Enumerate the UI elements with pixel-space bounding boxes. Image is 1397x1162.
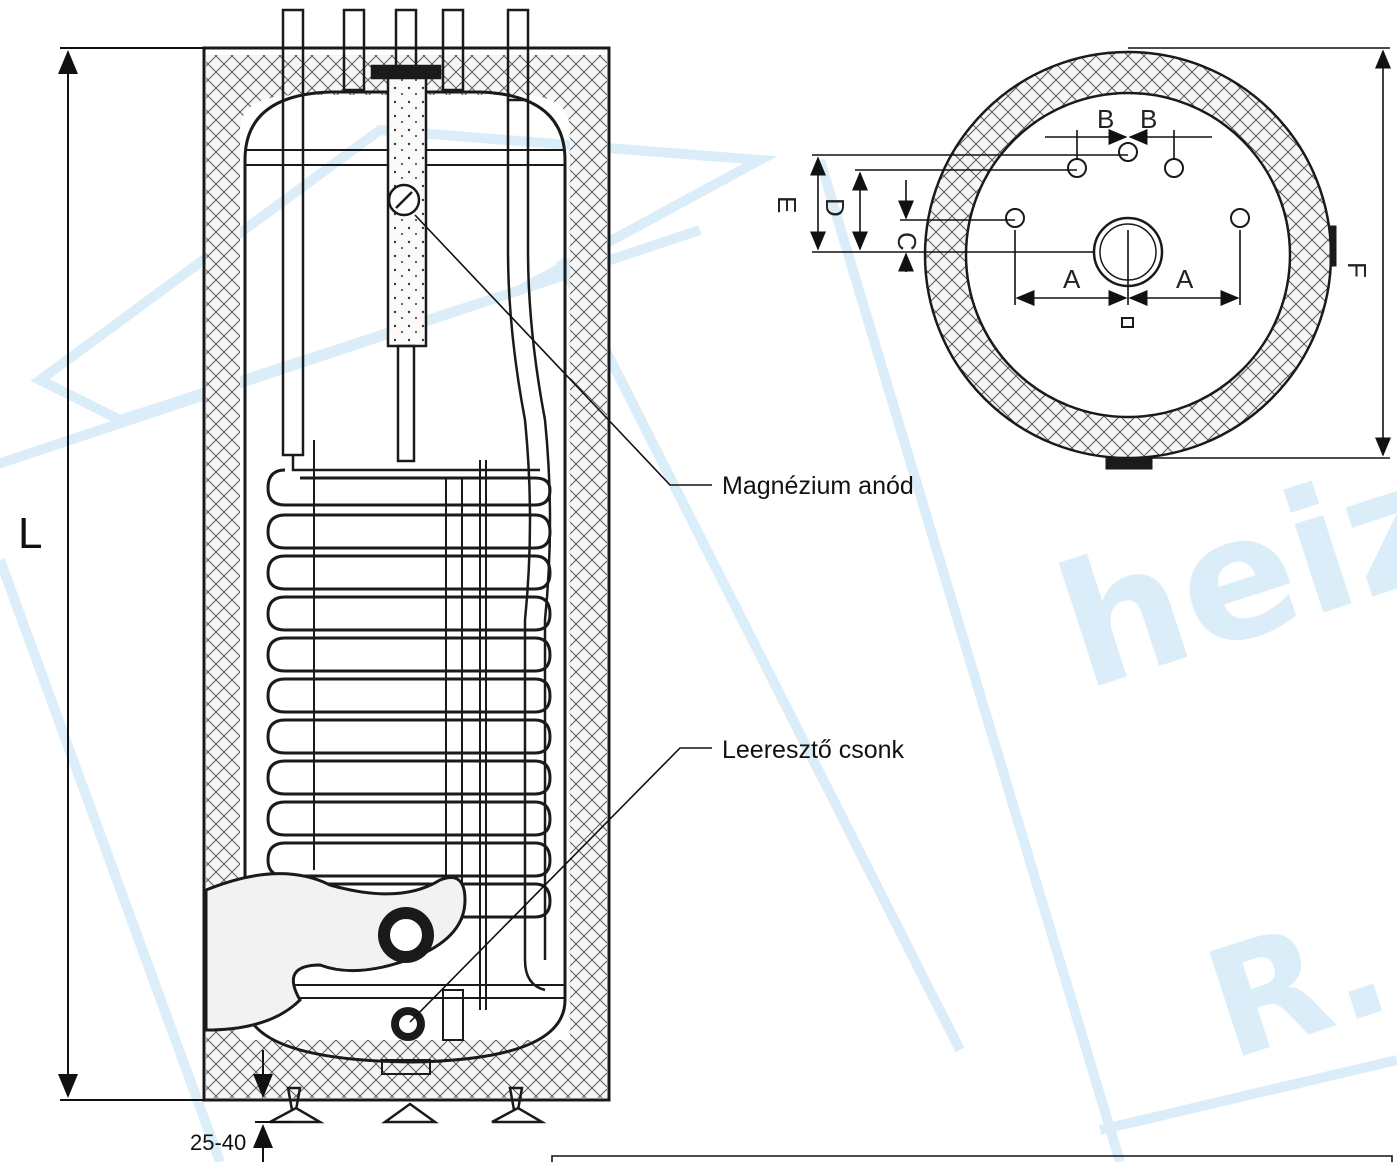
dim-f: F <box>1342 262 1372 278</box>
tank-feet <box>269 1086 547 1124</box>
top-view-foot <box>1105 457 1153 470</box>
dim-d: D <box>820 198 850 217</box>
drain-callout: Leeresztő csonk <box>722 736 905 764</box>
dim-a-right: A <box>1176 264 1194 294</box>
height-label: L <box>18 509 42 558</box>
insulation-bottom <box>206 1040 607 1098</box>
foot-range-label: 25-40 <box>190 1130 246 1155</box>
foot-dimension <box>253 1050 290 1162</box>
tank-side-view <box>202 8 611 1124</box>
dim-b-right: B <box>1140 104 1157 134</box>
top-connections <box>281 8 540 472</box>
height-dimension <box>58 47 204 1101</box>
drain-leader <box>409 747 712 1023</box>
dim-a-left: A <box>1063 264 1081 294</box>
insulation-right <box>570 55 607 1098</box>
table-frame <box>551 1155 1393 1162</box>
dim-c: C <box>892 232 922 251</box>
magnesium-anode <box>370 64 442 463</box>
callout-leaders <box>409 214 712 1023</box>
tank-top-view <box>810 47 1391 470</box>
anode-leader <box>414 214 712 486</box>
heating-coil <box>266 440 552 1010</box>
anode-callout: Magnézium anód <box>722 472 914 500</box>
dim-e: E <box>772 196 802 213</box>
top-view-dim-labels: A A B B C D E F <box>772 104 1372 294</box>
watermark-suffix: R. <box>1187 875 1397 1095</box>
dim-b-left: B <box>1097 104 1114 134</box>
inner-vessel <box>243 160 567 1064</box>
